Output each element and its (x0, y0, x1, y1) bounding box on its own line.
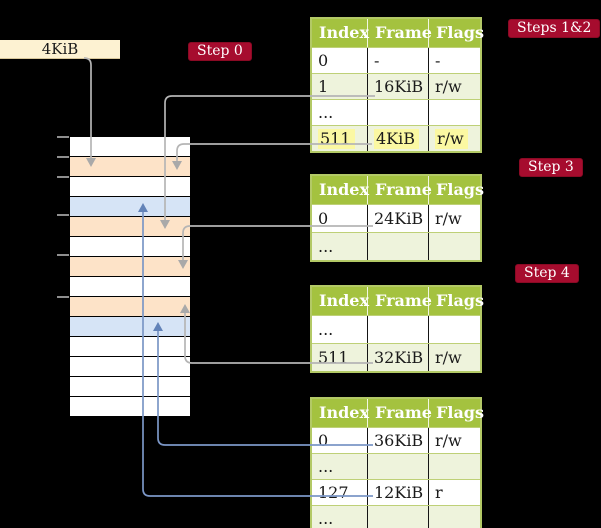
memory-frame-row (70, 297, 190, 317)
highlighted-value: 511 (318, 128, 355, 149)
column-header: Index (312, 399, 369, 427)
highlighted-value: r/w (435, 128, 468, 149)
table-cell (368, 316, 429, 343)
table-cell (429, 316, 480, 343)
table-cell: r/w (435, 431, 462, 450)
table-cell: 127 (312, 480, 368, 505)
table-cell: r (435, 483, 443, 502)
frame-size-label: 4KiB (41, 40, 79, 58)
table-row: ... (312, 505, 480, 528)
column-header: Index (312, 176, 369, 204)
memory-frame-row (70, 257, 190, 277)
table-cell: 0 (312, 205, 368, 232)
column-header: Flags (436, 291, 484, 310)
table-row: ... (312, 315, 480, 343)
table-cell: r/w (435, 77, 462, 96)
memory-frame-row (70, 277, 190, 297)
table-cell: 36KiB (368, 428, 429, 453)
memory-frame-row (70, 337, 190, 357)
memory-frame-row (70, 397, 190, 417)
column-header: Frame (368, 399, 432, 427)
label-step-0: Step 0 (188, 42, 252, 61)
frame-size-box: 4KiB (0, 40, 120, 59)
address-tick (57, 136, 69, 138)
table-cell (368, 454, 429, 479)
table-row: ... (312, 99, 480, 125)
label-step-4: Step 4 (515, 264, 579, 283)
address-tick (57, 254, 69, 256)
column-header: Index (312, 287, 369, 315)
table-cell (429, 233, 480, 260)
table-cell: r/w (435, 209, 462, 228)
memory-frame-row (70, 137, 190, 157)
memory-frame-row (70, 237, 190, 257)
table-row: ... (312, 453, 480, 479)
table-cell: ... (312, 233, 368, 260)
table-cell: 1 (312, 74, 368, 99)
table-cell: 12KiB (368, 480, 429, 505)
table-cell: ... (312, 100, 368, 125)
table-cell (368, 506, 429, 528)
table-cell: 16KiB (368, 74, 429, 99)
table-cell (429, 506, 480, 528)
memory-frame-row (70, 157, 190, 177)
column-header: Flags (436, 180, 484, 199)
label-step-3: Step 3 (519, 158, 583, 177)
table-cell (429, 100, 480, 125)
memory-frame-row (70, 197, 190, 217)
memory-frame-row (70, 357, 190, 377)
highlighted-value: 4KiB (374, 128, 420, 149)
table-cell: ... (312, 506, 368, 528)
column-header: Frame (368, 19, 432, 47)
column-header: Frame (368, 176, 432, 204)
label-steps-1-2: Steps 1&2 (508, 19, 601, 38)
memory-frame-row (70, 317, 190, 337)
memory-frame-row (70, 177, 190, 197)
table-cell: 4KiB (368, 126, 429, 151)
table-cell: 511 (312, 126, 368, 151)
column-header: Index (312, 19, 369, 47)
table-cell: - (368, 48, 429, 73)
table-row: 0-- (312, 47, 480, 73)
table-cell (368, 233, 429, 260)
address-tick (57, 214, 69, 216)
table-cell: 511 (312, 344, 368, 371)
address-tick (57, 176, 69, 178)
memory-frame-row (70, 217, 190, 237)
table-cell: 24KiB (368, 205, 429, 232)
table-cell: ... (312, 316, 368, 343)
table-cell (429, 454, 480, 479)
table-cell: ... (312, 454, 368, 479)
memory-frame-row (70, 377, 190, 397)
memory-column (70, 137, 190, 417)
table-row: ... (312, 232, 480, 260)
table-cell: r/w (435, 348, 462, 367)
column-header: Flags (436, 403, 484, 422)
table-cell: 32KiB (368, 344, 429, 371)
column-header: Frame (368, 287, 432, 315)
table-cell: 0 (312, 428, 368, 453)
table-cell (368, 100, 429, 125)
table-row: 511 4KiB r/w (312, 125, 480, 151)
table-cell: - (435, 51, 441, 70)
table-cell: r/w (429, 126, 480, 151)
column-header: Flags (436, 23, 484, 42)
address-tick (57, 296, 69, 298)
table-cell: 0 (312, 48, 368, 73)
address-tick (57, 156, 69, 158)
